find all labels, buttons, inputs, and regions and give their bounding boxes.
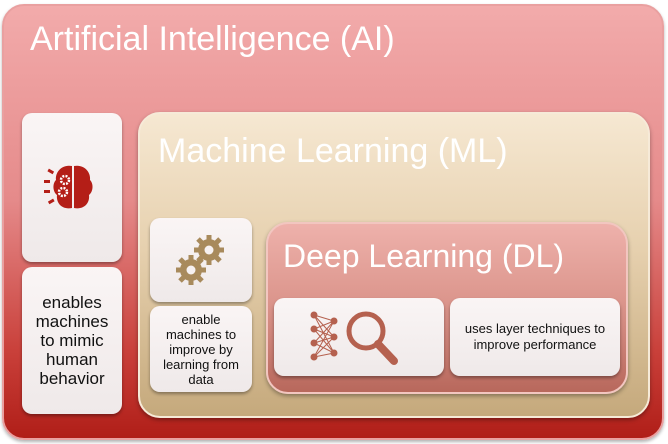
- ml-description-card: enable machines to improve by learning f…: [150, 306, 252, 392]
- brain-gears-icon: [44, 165, 93, 208]
- dl-description-card: uses layer techniques to improve perform…: [450, 298, 620, 376]
- dl-icon-card: [274, 298, 444, 376]
- ml-title: Machine Learning (ML): [158, 132, 508, 170]
- ai-icon-card: [22, 113, 122, 262]
- gears-icon: [176, 235, 224, 285]
- ml-icon-card: [150, 218, 252, 302]
- ai-title: Artificial Intelligence (AI): [30, 20, 395, 58]
- neural-network-magnifier-icon: [310, 311, 398, 365]
- ai-description-card: enables machines to mimic human behavior: [22, 267, 122, 414]
- dl-title: Deep Learning (DL): [283, 238, 565, 274]
